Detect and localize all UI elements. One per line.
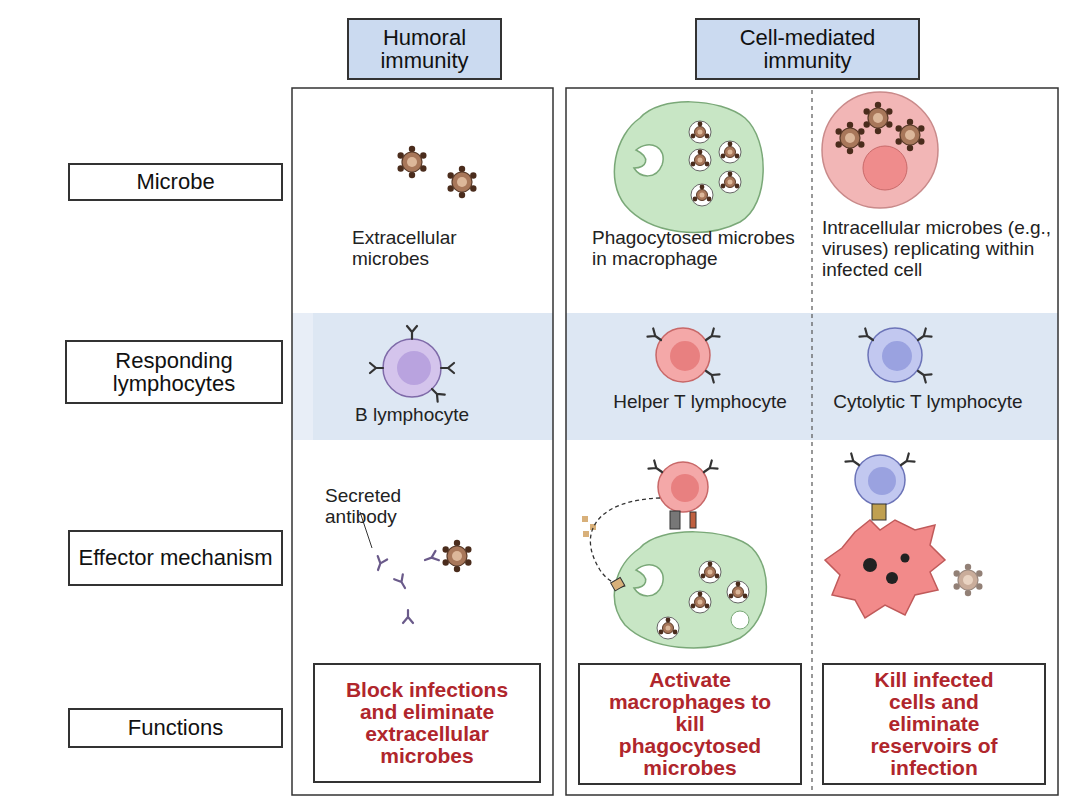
cell-label: Helper T lymphocyte bbox=[600, 392, 800, 413]
label-text: Microbe bbox=[136, 170, 214, 193]
microbe bbox=[448, 166, 477, 198]
column-header: Humoral immunity bbox=[347, 18, 502, 80]
b-lymphocyte bbox=[370, 326, 454, 402]
function-text: Block infections and eliminate extracell… bbox=[341, 679, 513, 767]
cell-label: B lymphocyte bbox=[355, 405, 535, 426]
microbe bbox=[398, 146, 427, 178]
label-text: Humoral immunity bbox=[355, 26, 494, 72]
column-header: Cell-mediated immunity bbox=[695, 18, 920, 80]
band bbox=[313, 313, 553, 440]
helper-t-activation bbox=[582, 460, 766, 648]
cell-label: Intracellular microbes (e.g., viruses) r… bbox=[822, 218, 1054, 281]
helper-t-lymphocyte bbox=[647, 328, 719, 383]
function-box: Activate macrophages to kill phagocytose… bbox=[578, 663, 802, 785]
macrophage bbox=[614, 102, 763, 233]
function-box: Kill infected cells and eliminate reserv… bbox=[822, 663, 1046, 785]
row-label-box: Responding lymphocytes bbox=[65, 340, 283, 404]
ctl-killing bbox=[825, 453, 983, 618]
function-box: Block infections and eliminate extracell… bbox=[313, 663, 541, 783]
row-label-box: Microbe bbox=[68, 163, 283, 201]
antibodies bbox=[360, 512, 472, 623]
infected-cell bbox=[822, 92, 938, 208]
cell-label: Secreted antibody bbox=[325, 486, 455, 528]
cell-label: Cytolytic T lymphocyte bbox=[818, 392, 1038, 413]
function-text: Kill infected cells and eliminate reserv… bbox=[850, 669, 1018, 779]
label-text: Effector mechanism bbox=[78, 546, 272, 569]
function-text: Activate macrophages to kill phagocytose… bbox=[606, 669, 774, 779]
cytolytic-t-lymphocyte bbox=[859, 328, 931, 383]
label-text: Functions bbox=[128, 716, 223, 739]
label-text: Cell-mediated immunity bbox=[703, 26, 912, 72]
panel bbox=[292, 88, 553, 795]
divider bbox=[811, 90, 812, 793]
panel bbox=[566, 88, 1058, 795]
cell-label: Phagocytosed microbes in macrophage bbox=[592, 228, 802, 270]
row-label-box: Functions bbox=[68, 708, 283, 748]
label-text: Responding lymphocytes bbox=[73, 349, 275, 395]
row-label-box: Effector mechanism bbox=[68, 530, 283, 586]
cell-label: Extracellular microbes bbox=[352, 228, 532, 270]
